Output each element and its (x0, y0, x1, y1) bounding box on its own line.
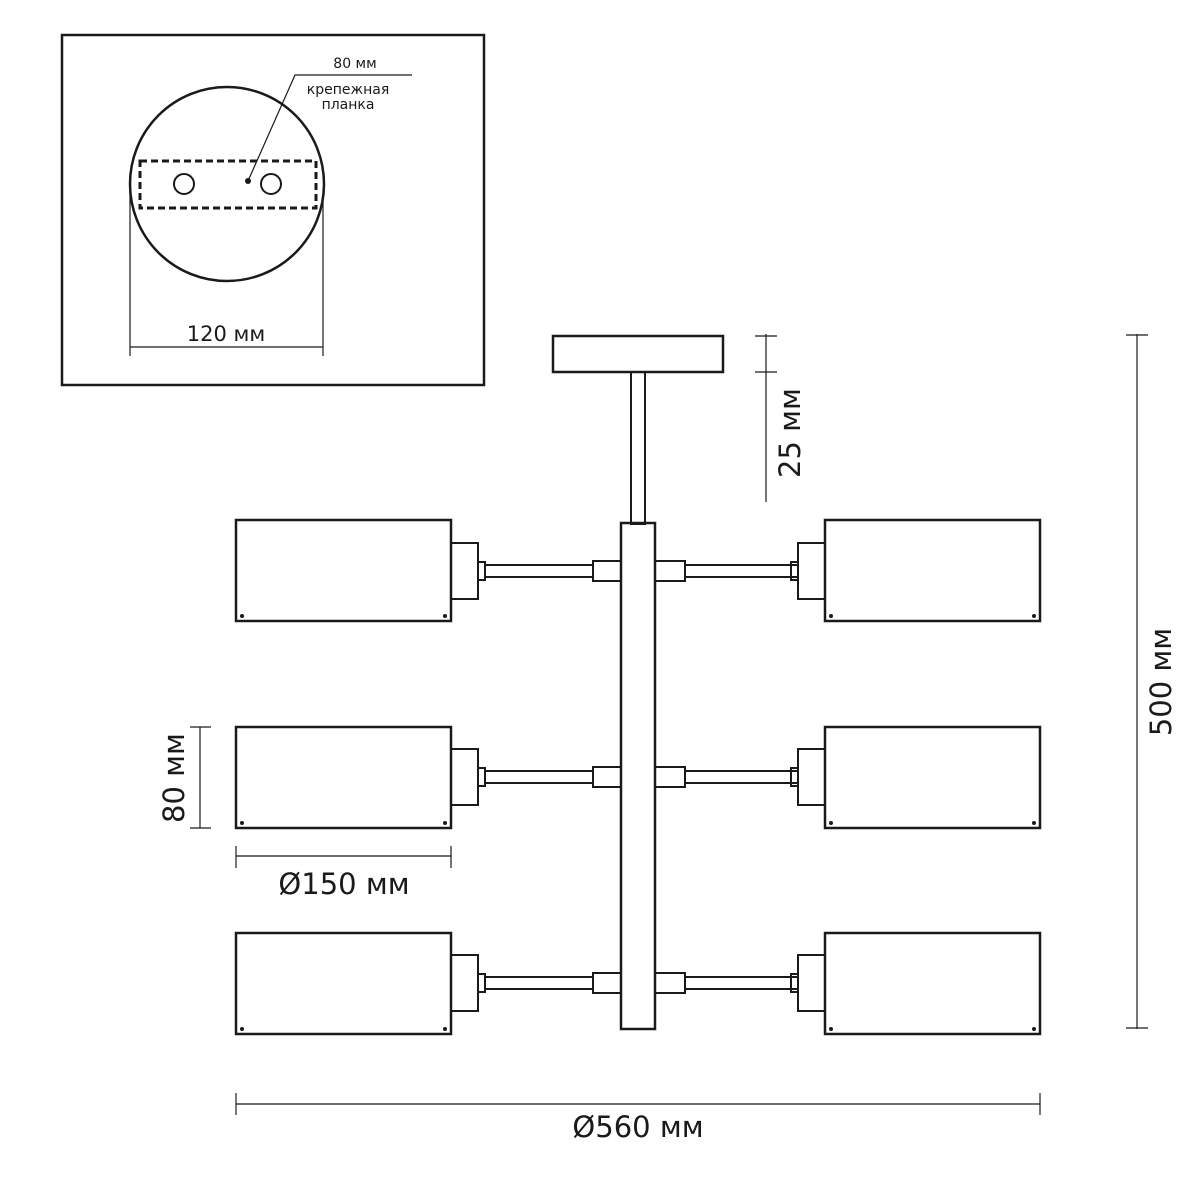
shade-height-label: 80 мм (157, 733, 191, 823)
arm-coupling (592, 972, 622, 994)
mounting-hole-right (260, 173, 282, 195)
total-height-dimension: 500 мм (1126, 334, 1178, 1029)
shade-height-dimension: 80 мм (157, 726, 211, 829)
mounting-hole-left (173, 173, 195, 195)
canopy-height-label: 25 мм (773, 388, 807, 478)
arm-coupling (654, 972, 686, 994)
stem-rod (630, 371, 646, 525)
shade-right-2 (797, 725, 1042, 830)
arm-coupling (592, 560, 622, 582)
shade-diameter-label: Ø150 мм (278, 867, 409, 901)
arm-row-2 (477, 766, 799, 788)
arm-coupling (654, 766, 686, 788)
bracket-label-line1: крепежная (307, 82, 390, 98)
bracket-label-line2: планка (322, 97, 375, 113)
plate-width-label: 80 мм (333, 56, 376, 72)
total-height-label: 500 мм (1144, 628, 1178, 736)
mounting-bracket (138, 159, 318, 210)
shade-right-3 (797, 931, 1042, 1036)
shade-diameter-dimension: Ø150 мм (235, 846, 452, 901)
fixture (234, 334, 1042, 1036)
central-column (619, 521, 657, 1031)
shade-right-1 (797, 518, 1042, 623)
mounting-inset: 80 мм крепежная планка 120 мм (60, 33, 486, 387)
overall-diameter-label: Ø560 мм (572, 1110, 703, 1144)
inset-frame (60, 33, 486, 387)
canopy (551, 334, 725, 374)
canopy-height-dimension: 25 мм (755, 334, 807, 502)
arm-coupling (592, 766, 622, 788)
bracket-leader-line (247, 74, 412, 182)
arm-row-3 (477, 972, 799, 994)
shade-left-3 (234, 931, 479, 1036)
arm-coupling (654, 560, 686, 582)
canopy-diameter-label: 120 мм (187, 322, 265, 346)
canopy-circle (128, 85, 326, 283)
shade-left-2 (234, 725, 479, 830)
shade-left-1 (234, 518, 479, 623)
overall-diameter-dimension: Ø560 мм (235, 1093, 1041, 1144)
arm-row-1 (477, 560, 799, 582)
